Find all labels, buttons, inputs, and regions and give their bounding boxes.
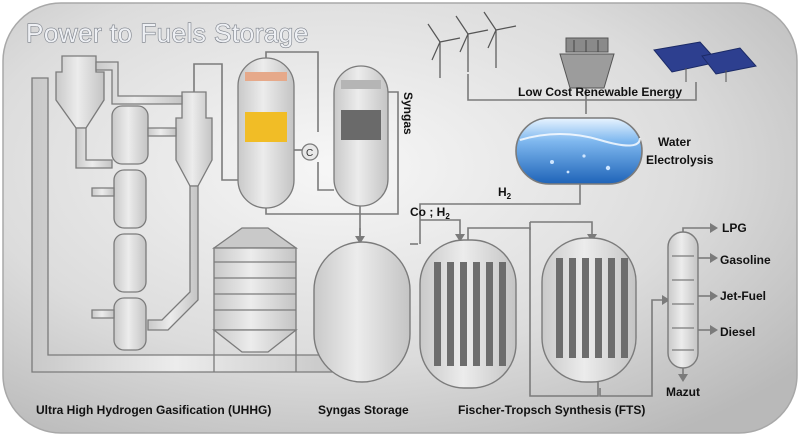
- adsorber-band-top: [341, 80, 381, 89]
- syngas-label: Syngas: [401, 92, 415, 135]
- hydrogen-piping: [419, 184, 581, 244]
- catalyst-band-main: [245, 112, 287, 142]
- syngas-storage-label: Syngas Storage: [318, 403, 409, 417]
- uhhg-gasifier: [31, 55, 353, 373]
- product-mazut: Mazut: [666, 385, 700, 399]
- hydro-dam: [559, 37, 615, 89]
- product-jet-fuel: Jet-Fuel: [720, 289, 766, 303]
- compressor-label: C: [306, 148, 313, 159]
- compressor: C: [301, 143, 319, 161]
- syngas-piping: [193, 51, 399, 244]
- product-arrows: [678, 223, 718, 382]
- syngas-storage-tank: [313, 241, 411, 383]
- product-diesel: Diesel: [720, 325, 755, 339]
- renewable-energy-label: Low Cost Renewable Energy: [518, 85, 682, 99]
- h2-label: H2: [498, 185, 512, 201]
- catalyst-reactor: [237, 57, 295, 209]
- adsorber-band-main: [341, 110, 381, 140]
- fts-label: Fischer-Tropsch Synthesis (FTS): [458, 403, 645, 417]
- adsorber-vessel: [333, 65, 389, 207]
- solar-panels: [653, 41, 757, 82]
- column-feed-arrow: [662, 295, 670, 305]
- fts-reactor-1: [419, 239, 517, 389]
- uhhg-label: Ultra High Hydrogen Gasification (UHHG): [36, 403, 271, 417]
- product-gasoline: Gasoline: [720, 253, 771, 267]
- fts-reactor-2: [541, 237, 637, 383]
- distillation-column: [667, 231, 699, 369]
- electrolysis-label-line2: Electrolysis: [646, 153, 714, 167]
- electrolysis-label-line1: Water: [658, 135, 691, 149]
- electrolyzer: [515, 117, 643, 185]
- product-lpg: LPG: [722, 221, 747, 235]
- power-lines: [467, 74, 697, 114]
- wind-turbines: [427, 11, 517, 78]
- page-title: Power to Fuels Storage: [26, 18, 309, 48]
- co-h2-label: Co ; H2: [410, 205, 450, 221]
- hydrogen-arrow: [455, 234, 465, 242]
- product-silo: [211, 227, 299, 372]
- catalyst-band-top: [245, 72, 287, 81]
- fts-piping: [467, 221, 664, 397]
